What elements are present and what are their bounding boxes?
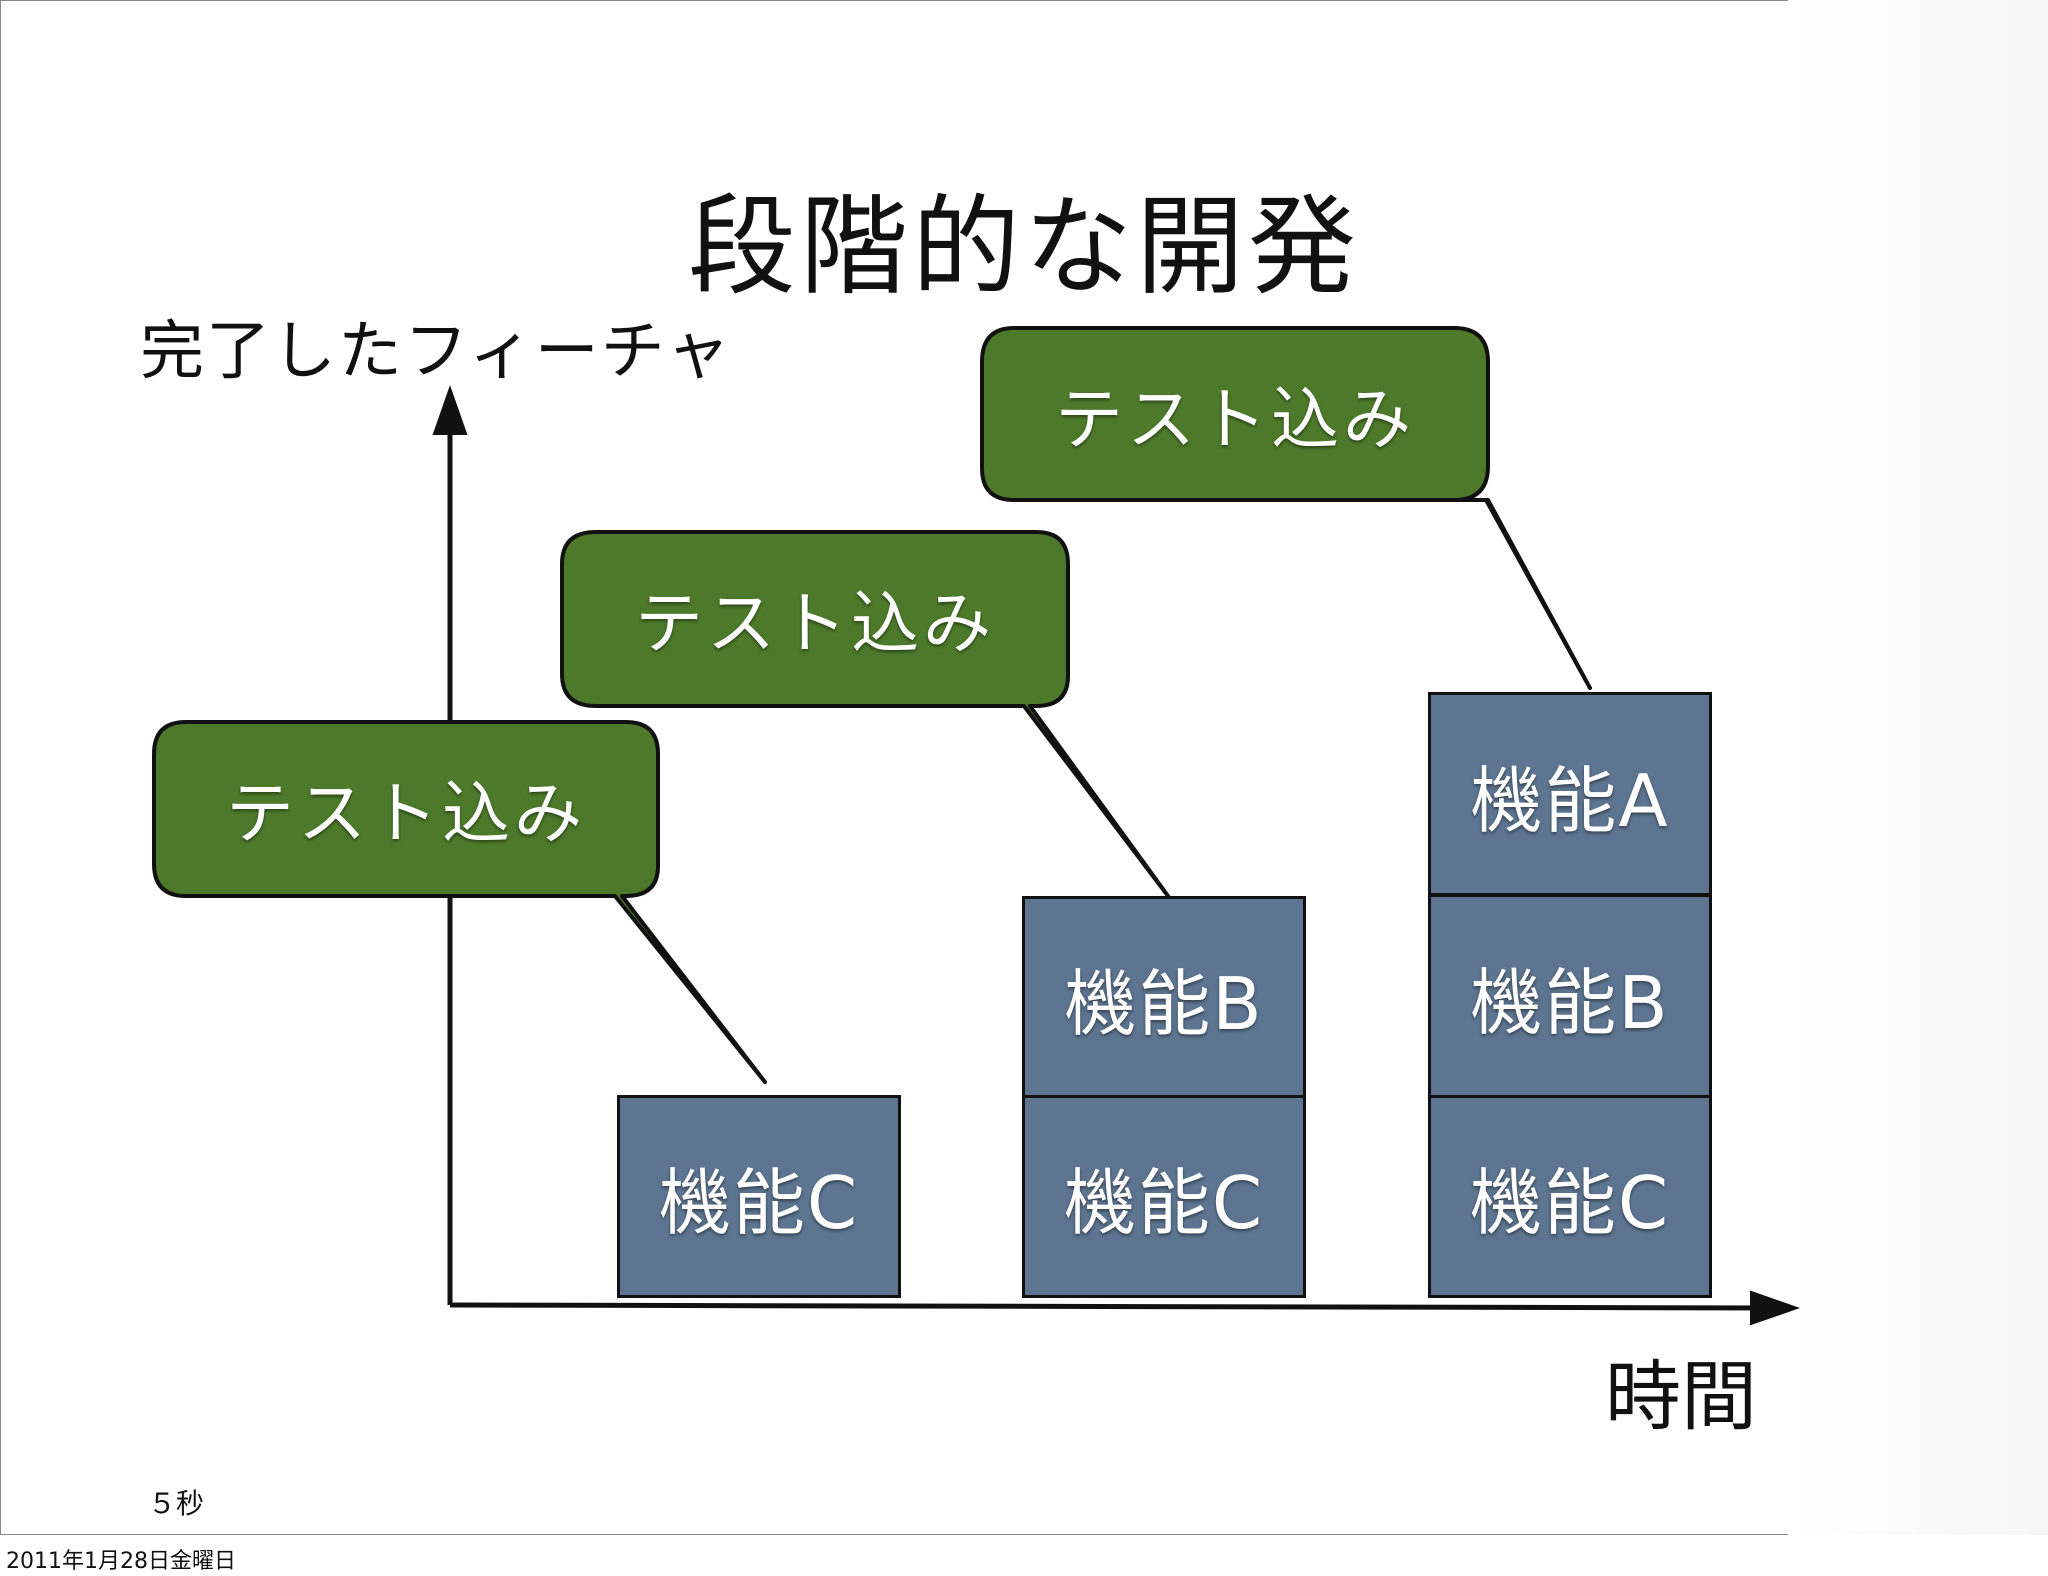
bubble-2-text: テスト込み	[634, 585, 995, 664]
duration-label: ５秒	[148, 1487, 205, 1520]
speech-bubble-3	[980, 326, 1592, 690]
x-axis-label: 時間	[1605, 1352, 1757, 1441]
y-axis-label: 完了したフィーチャ	[140, 315, 733, 389]
slide-title: 段階的な開発	[687, 185, 1360, 310]
feature-box-c: 機能C	[1428, 1095, 1712, 1298]
feature-box-c: 機能C	[1022, 1095, 1306, 1298]
feature-box-c: 機能C	[617, 1095, 901, 1298]
speech-bubble-2	[560, 530, 1170, 898]
slide-shade	[1788, 0, 2048, 1535]
feature-box-b: 機能B	[1022, 896, 1306, 1098]
bubble-3-text: テスト込み	[1054, 381, 1415, 460]
footer-bar	[0, 1535, 2048, 1576]
feature-box-a: 機能A	[1428, 692, 1712, 896]
footer-date: 2011年1月28日金曜日	[6, 1549, 236, 1574]
feature-box-b: 機能B	[1428, 894, 1712, 1098]
speech-bubble-1	[152, 720, 767, 1084]
bubble-1-text: テスト込み	[225, 775, 586, 854]
x-axis	[449, 1290, 1800, 1326]
